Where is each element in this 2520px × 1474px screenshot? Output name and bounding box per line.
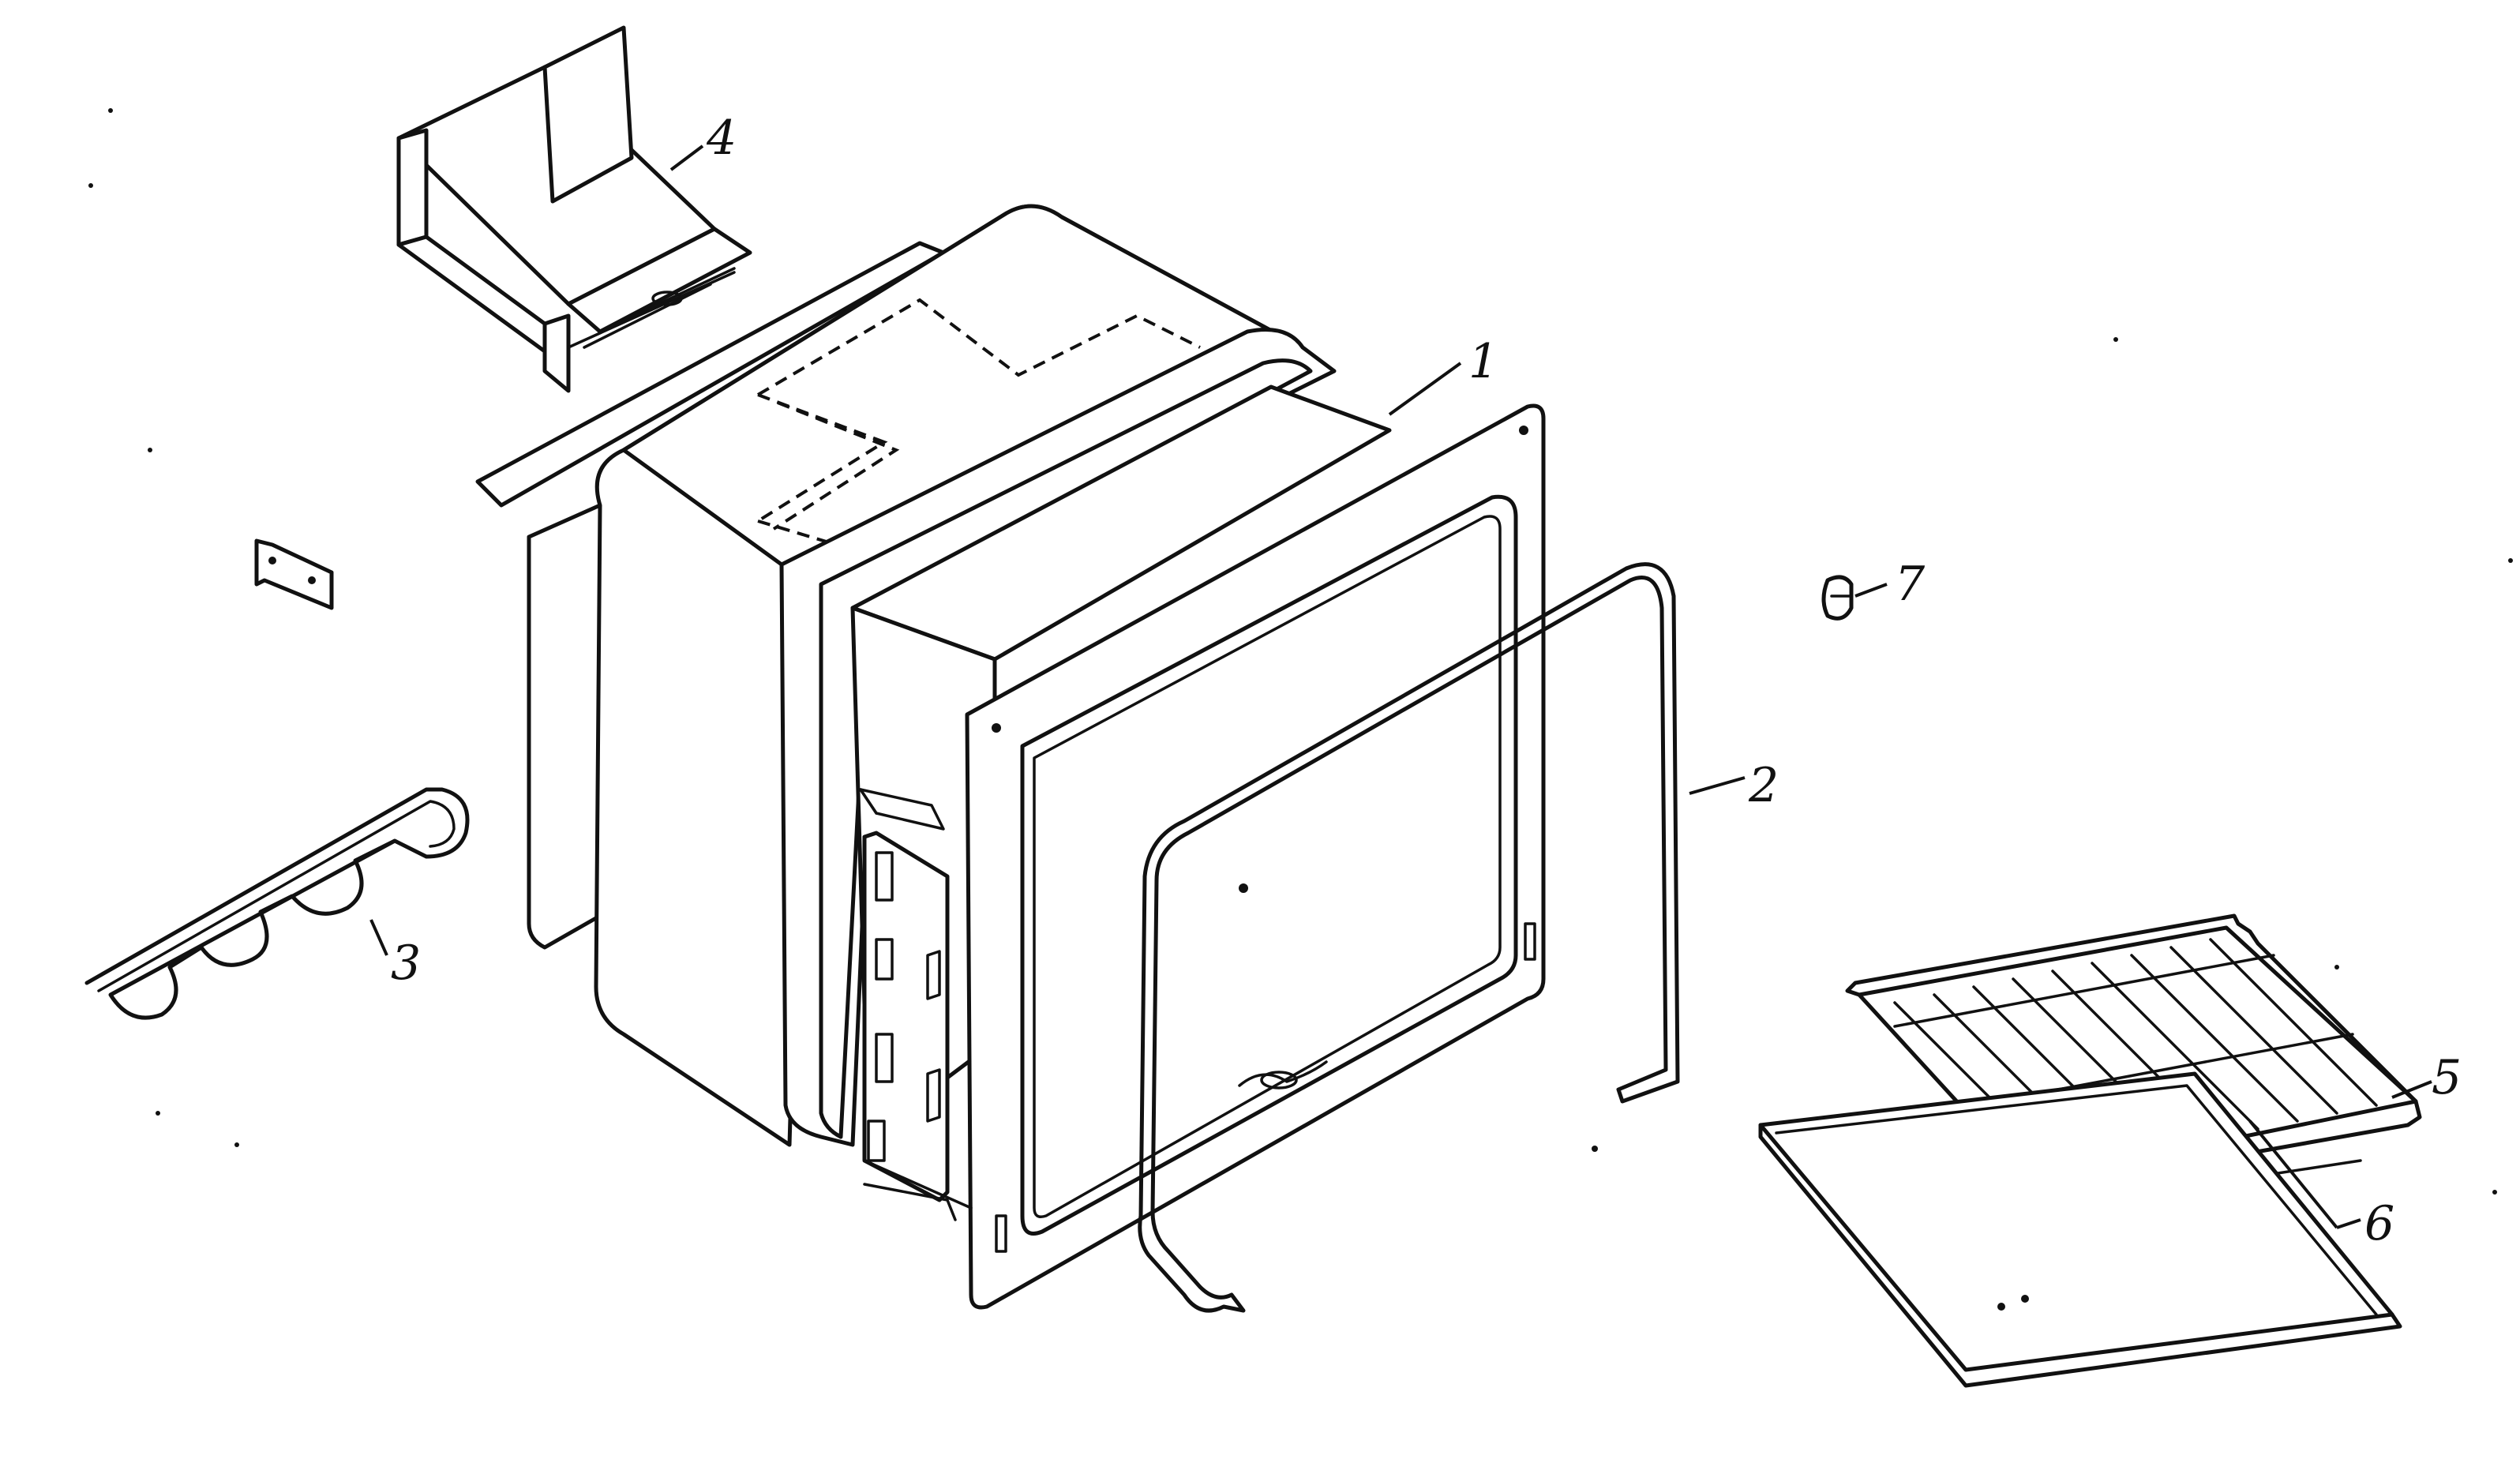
callout-6: 6 (2364, 1196, 2394, 1251)
part-6-baking-tray (1758, 1071, 2402, 1388)
callout-3: 3 (391, 936, 421, 991)
callout-4: 4 (706, 111, 737, 166)
part-4-top-bracket (396, 25, 752, 393)
callout-2: 2 (1748, 758, 1779, 813)
scan-specks (88, 108, 2513, 1195)
part-3-wire-guide (84, 787, 470, 1020)
callout-7: 7 (1895, 557, 1926, 612)
part-2-door-gasket (1138, 562, 1680, 1313)
part-1-oven-cavity (475, 204, 1546, 1310)
side-clip (254, 538, 334, 610)
callout-1: 1 (1468, 334, 1498, 389)
leader-lines (369, 144, 2432, 1229)
callout-labels: 1 2 3 4 5 6 7 (391, 111, 2462, 1251)
part-7-fastener (1821, 575, 1854, 621)
callout-5: 5 (2432, 1050, 2462, 1105)
